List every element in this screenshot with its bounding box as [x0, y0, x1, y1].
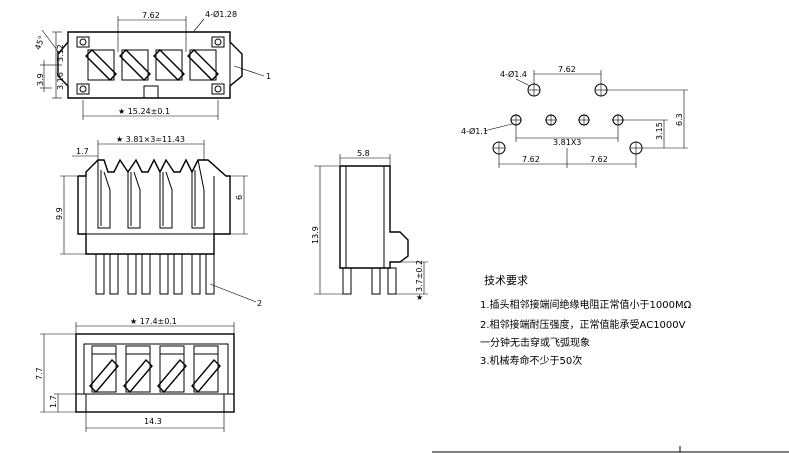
top-view-dim-pitch: 7.62 — [142, 11, 160, 20]
front-view-blade-3 — [159, 171, 173, 229]
front-view-body-outline — [77, 158, 231, 255]
tech-notes: 技术要求 1.插头相邻接端间绝缘电阻正常值小于1000MΩ 2.相邻接端耐压强度… — [480, 274, 692, 367]
top-view-hole-bl — [76, 83, 90, 95]
front-view-dim-pitch: ★ 3.81×3=11.43 — [116, 135, 185, 144]
front-view-blade-1 — [97, 160, 111, 229]
bottom-view-dim-h-small: 1.7 — [49, 395, 58, 408]
side-view-dim-height: 13.9 — [311, 226, 320, 244]
side-view: 5.8 13.9 3.7±0.2 ★ — [311, 149, 428, 302]
top-view-terminal-4 — [187, 49, 219, 81]
bottom-view-terminal-1 — [89, 345, 119, 394]
pcb-dim-v-small: 3.15 — [655, 122, 664, 140]
top-view-terminal-1 — [85, 49, 117, 81]
top-view-terminal-3 — [153, 49, 185, 81]
pcb-dim-row-spacing: 3.81X3 — [553, 138, 581, 147]
front-view-dim-height: 9.9 — [55, 207, 64, 220]
pcb-dim-holes-bottom: 4-Ø1.1 — [461, 126, 488, 136]
side-view-pin-2 — [371, 267, 381, 295]
bottom-view-body-outline — [75, 333, 235, 413]
top-view-hole-tl — [76, 36, 90, 48]
front-view-pin-7 — [191, 253, 201, 295]
front-view-dim-17: 1.7 — [76, 147, 89, 156]
tech-notes-title: 技术要求 — [484, 274, 528, 287]
bottom-view-terminal-4 — [191, 345, 221, 394]
pcb-layout: 7.62 4-Ø1.4 4-Ø1.1 3.81X3 7.62 7.62 3.15… — [461, 65, 688, 168]
front-view: ★ 3.81×3=11.43 1.7 9.9 6 2 — [55, 135, 262, 308]
top-view-dim-holes: 4-Ø1.28 — [205, 9, 237, 19]
tech-note-1: 1.插头相邻接端间绝缘电阻正常值小于1000MΩ — [480, 298, 692, 311]
front-view-pin-3 — [127, 253, 137, 295]
front-view-pin-5 — [159, 253, 169, 295]
pcb-dim-holes-top: 4-Ø1.4 — [500, 69, 527, 79]
tech-note-3: 3.机械寿命不少于50次 — [480, 354, 582, 367]
front-view-blade-2 — [127, 171, 141, 229]
bottom-view-dim-h-total: 7.7 — [35, 367, 44, 380]
side-view-body-outline — [339, 165, 409, 269]
pcb-dim-pitch-left: 7.62 — [522, 155, 540, 164]
top-view-hole-tr — [211, 36, 225, 48]
side-view-pin-1 — [342, 267, 352, 295]
side-view-dim-pin: 3.7±0.2 — [415, 260, 424, 292]
top-view-center-notch — [143, 85, 159, 99]
top-view-dim-angle: 45° — [33, 35, 46, 51]
front-view-pin-4 — [141, 253, 151, 295]
pcb-dim-pitch-top: 7.62 — [558, 65, 576, 74]
front-view-pin-6 — [173, 253, 183, 295]
top-view-dim-h-total: 3.9 — [36, 73, 45, 86]
bottom-view-dim-base: 14.3 — [144, 417, 162, 426]
bottom-view-terminal-3 — [157, 345, 187, 394]
bottom-view-dim-width: ★ 17.4±0.1 — [130, 317, 177, 326]
front-view-leader-2: 2 — [257, 299, 262, 308]
front-view-pin-1 — [95, 253, 105, 295]
bottom-view-terminal-2 — [123, 345, 153, 394]
pcb-dim-v-total: 6.3 — [675, 113, 684, 126]
tech-note-2-cont: 一分钟无击穿或飞弧现象 — [480, 336, 590, 349]
tech-note-2: 2.相邻接端耐压强度，正常值能承受AC1000V — [480, 318, 686, 331]
side-view-pin-3 — [387, 267, 397, 295]
top-view-dim-h2: 3.16 — [56, 72, 65, 90]
front-view-dim-6: 6 — [235, 195, 244, 200]
front-view-pin-8 — [205, 253, 215, 295]
side-view-star: ★ — [416, 293, 423, 302]
front-view-pin-2 — [109, 253, 119, 295]
top-view-terminal-2 — [119, 49, 151, 81]
side-view-dim-width: 5.8 — [357, 149, 370, 158]
top-view-dim-width: ★ 15.24±0.1 — [118, 107, 170, 116]
pcb-dim-pitch-right: 7.62 — [590, 155, 608, 164]
top-view: 7.62 4-Ø1.28 45° 3.12 3.16 3.9 ★ 15.24±0… — [33, 9, 271, 120]
top-view-hole-br — [211, 83, 225, 95]
top-view-leader-1: 1 — [266, 72, 271, 81]
bottom-view: ★ 17.4±0.1 7.7 1.7 14.3 — [35, 317, 235, 432]
top-view-dim-h1: 3.12 — [56, 44, 65, 62]
front-view-blade-4 — [191, 159, 205, 229]
